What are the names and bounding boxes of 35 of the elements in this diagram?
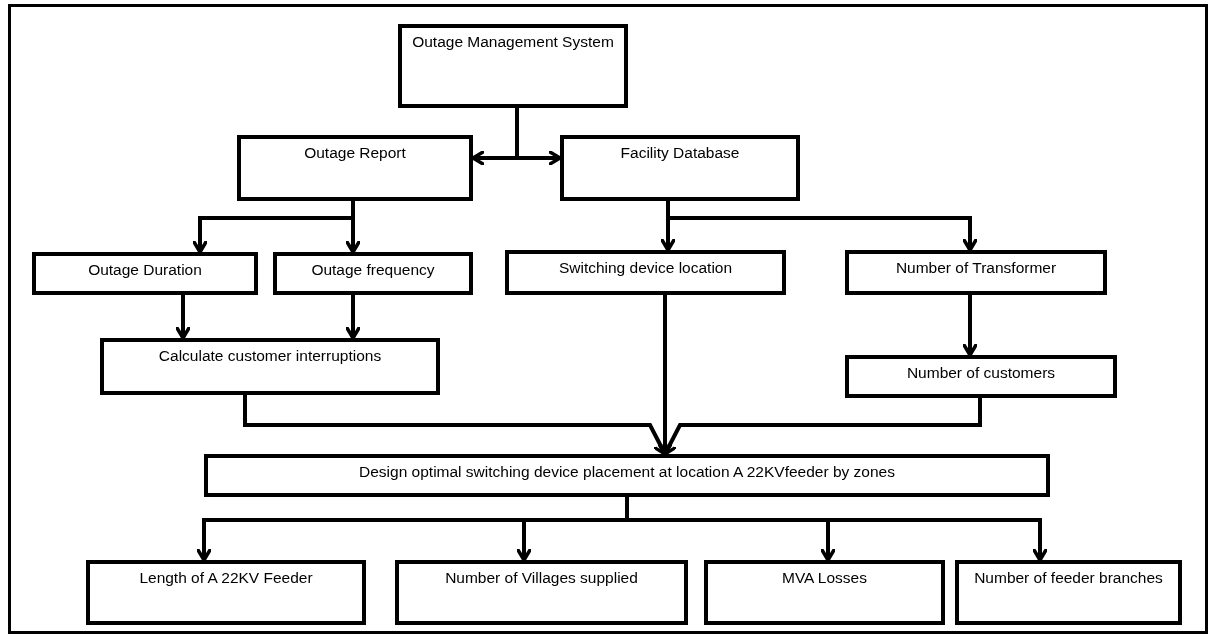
- box-label: Outage Duration: [87, 261, 203, 280]
- arrow: [662, 398, 982, 456]
- box-label: Outage Report: [303, 144, 407, 163]
- box-label: Number of Transformer: [894, 259, 1058, 278]
- process-box: [273, 252, 473, 295]
- box-label: Design optimal switching device placement at location A 22KVfeeder by zones: [358, 463, 896, 482]
- process-box: [560, 135, 800, 201]
- process-box: [237, 135, 473, 201]
- box-label: Calculate customer interruptions: [157, 347, 383, 366]
- box-label: Switching device location: [557, 259, 734, 278]
- box-label: Outage frequency: [310, 261, 436, 280]
- process-box: [955, 560, 1182, 625]
- process-box: [505, 250, 786, 295]
- arrow: [625, 497, 1048, 562]
- process-box: [100, 338, 440, 395]
- process-box: [704, 560, 945, 625]
- arrow: [345, 295, 361, 340]
- arrow: [515, 108, 562, 166]
- process-box: [32, 252, 258, 295]
- box-label: Number of feeder branches: [973, 569, 1164, 588]
- arrow: [175, 295, 191, 340]
- process-box: [204, 454, 1050, 497]
- arrow: [666, 201, 978, 252]
- arrow: [962, 295, 978, 357]
- process-box: [845, 355, 1117, 398]
- process-box: [395, 560, 688, 625]
- process-box: [398, 24, 628, 108]
- process-box: [86, 560, 366, 625]
- box-label: Length of A 22KV Feeder: [138, 569, 314, 588]
- box-label: Number of Villages supplied: [444, 569, 639, 588]
- box-label: Outage Management System: [411, 33, 615, 52]
- box-label: MVA Losses: [781, 569, 868, 588]
- box-label: Number of customers: [905, 364, 1057, 383]
- process-box: [845, 250, 1107, 295]
- box-label: Facility Database: [619, 144, 741, 163]
